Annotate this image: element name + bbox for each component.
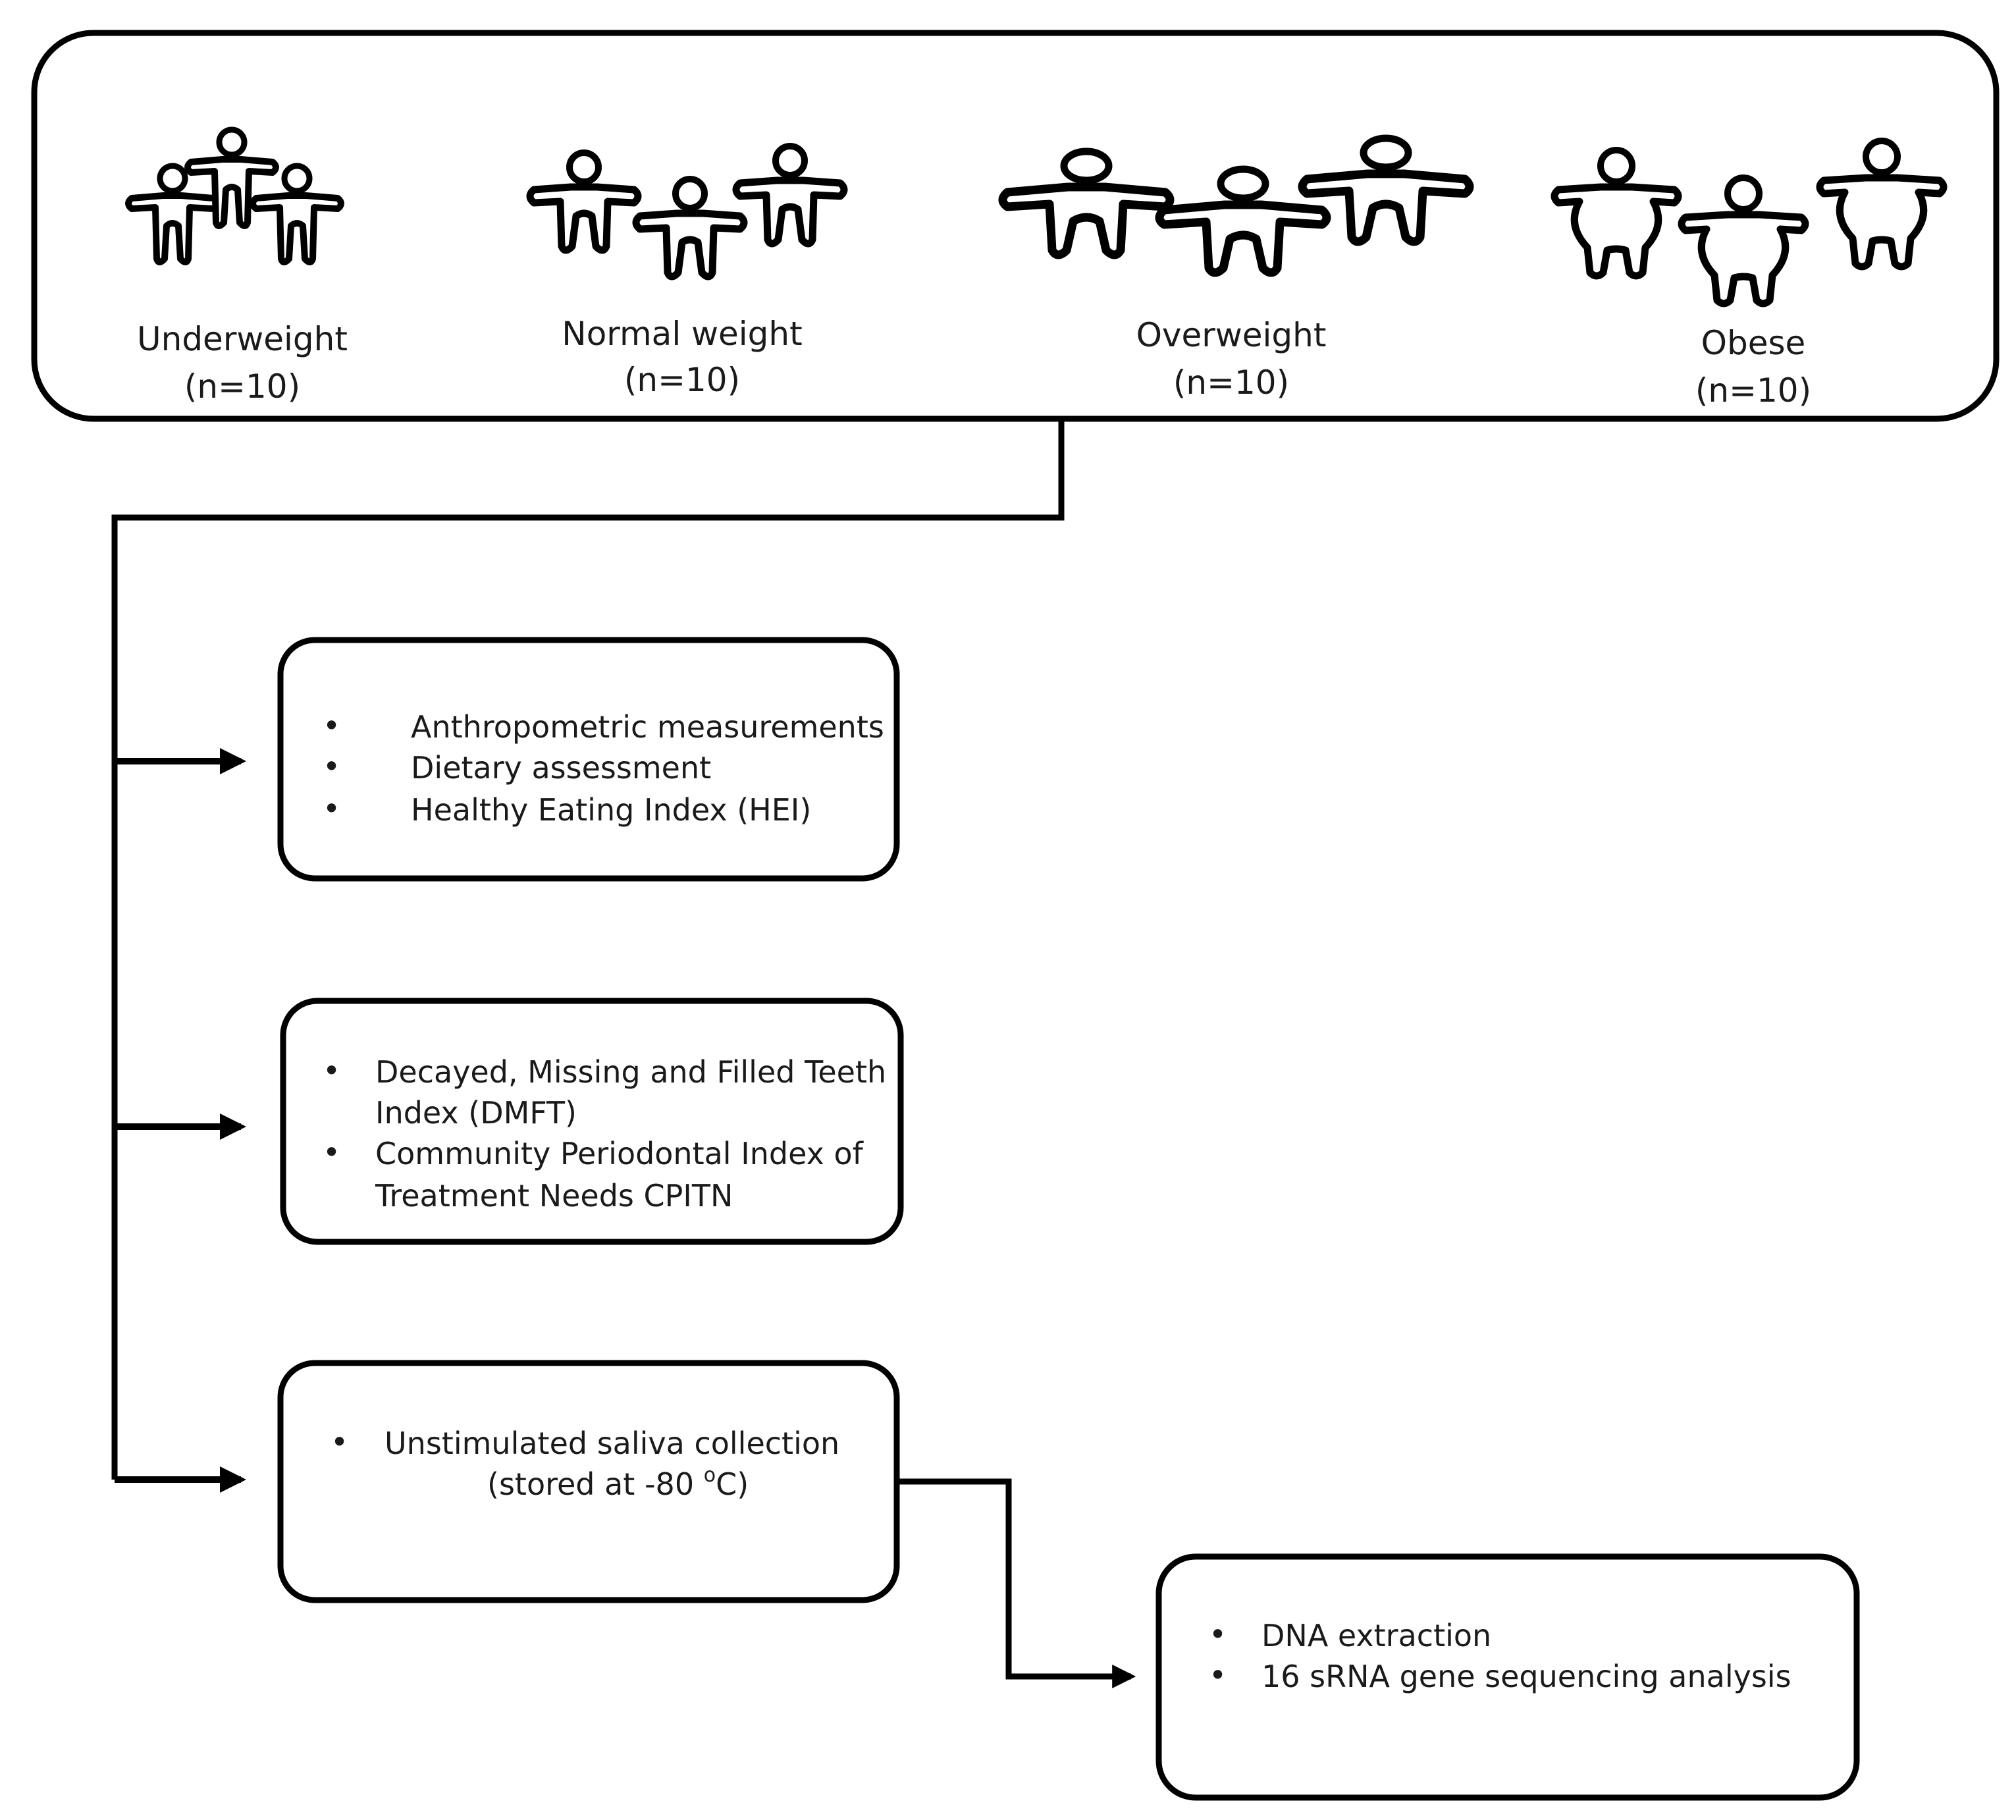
group-label-underweight: Underweight bbox=[137, 320, 348, 358]
group-label-overweight: Overweight bbox=[1136, 316, 1327, 354]
group-count-overweight: (n=10) bbox=[1173, 363, 1289, 402]
group-count-underweight: (n=10) bbox=[184, 367, 300, 406]
assessment-box bbox=[277, 637, 900, 882]
bullet: • bbox=[1209, 1617, 1227, 1652]
assessment-item-dietary: Dietary assessment bbox=[411, 750, 711, 786]
bullet: • bbox=[323, 749, 340, 784]
oral-health-item-cpitn-line1: Community Periodontal Index of bbox=[375, 1136, 864, 1171]
group-count-normal-weight: (n=10) bbox=[624, 361, 740, 399]
oral-health-item-cpitn-line2: Treatment Needs CPITN bbox=[375, 1178, 733, 1214]
trunk-connector bbox=[111, 421, 1065, 1480]
sequencing-item-dna-extraction: DNA extraction bbox=[1261, 1618, 1491, 1653]
saliva-box bbox=[277, 1360, 900, 1603]
assessment-item-hei: Healthy Eating Index (HEI) bbox=[411, 792, 811, 828]
groups-container bbox=[31, 30, 2000, 422]
bullet: • bbox=[323, 1135, 340, 1170]
bullet: • bbox=[331, 1424, 348, 1460]
oral-health-box bbox=[280, 998, 904, 1245]
sequencing-item-16s-rna: 16 sRNA gene sequencing analysis bbox=[1261, 1659, 1791, 1694]
saliva-item-storage: (stored at -80 oC) bbox=[487, 1464, 749, 1502]
group-count-obese: (n=10) bbox=[1695, 371, 1811, 410]
sequencing-box bbox=[1155, 1553, 1860, 1801]
group-label-normal-weight: Normal weight bbox=[562, 315, 802, 353]
saliva-item-collection: Unstimulated saliva collection bbox=[385, 1426, 839, 1461]
bullet: • bbox=[1209, 1657, 1227, 1693]
bullet: • bbox=[323, 708, 340, 743]
arrow-to-sequencing-box bbox=[898, 1478, 1136, 1688]
bullet: • bbox=[323, 791, 340, 826]
group-label-obese: Obese bbox=[1701, 324, 1806, 362]
bullet: • bbox=[323, 1053, 340, 1088]
oral-health-item-dmft-line2: Index (DMFT) bbox=[375, 1095, 577, 1131]
oral-health-item-dmft-line1: Decayed, Missing and Filled Teeth bbox=[375, 1054, 886, 1090]
assessment-item-anthropometric: Anthropometric measurements bbox=[411, 709, 884, 745]
